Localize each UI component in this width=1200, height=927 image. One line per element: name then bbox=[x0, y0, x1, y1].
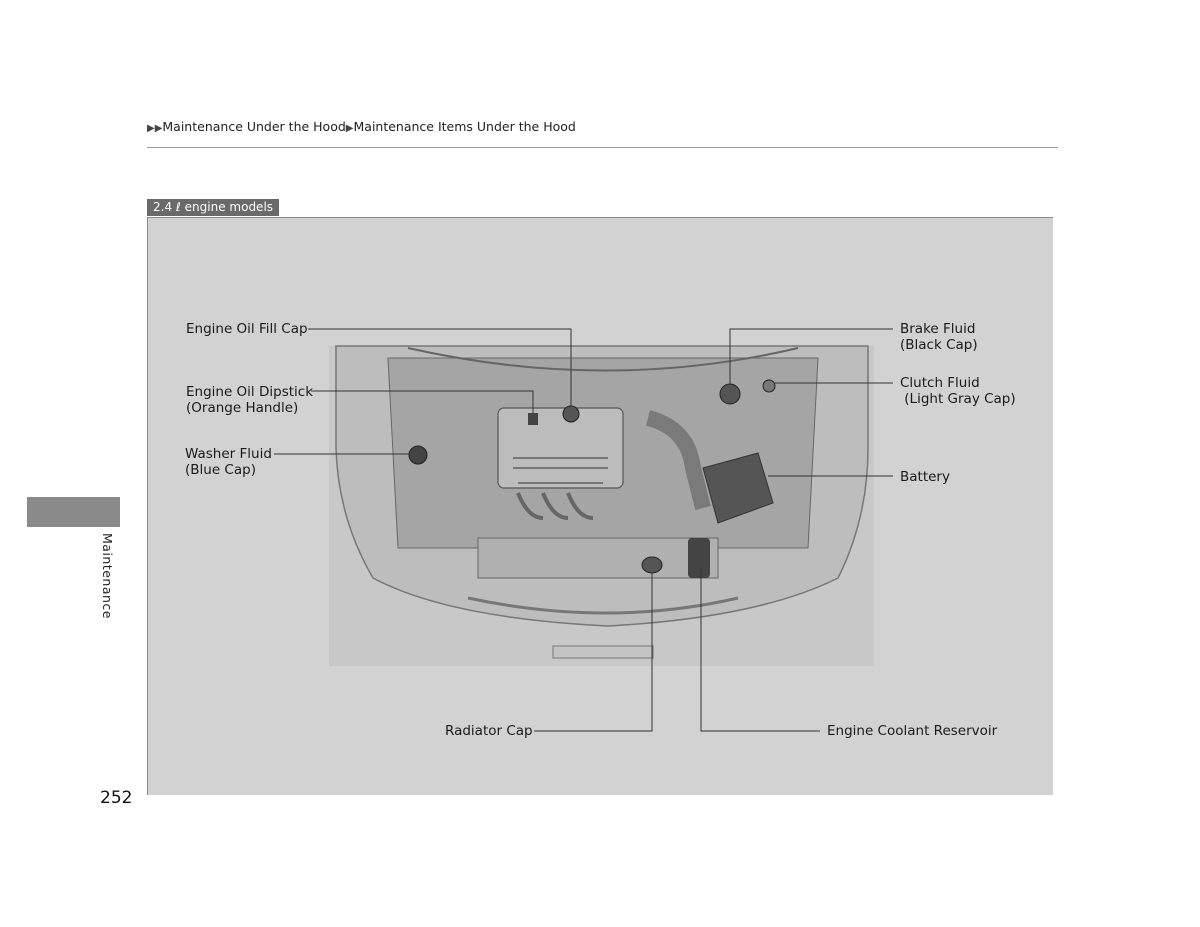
clutch-cap bbox=[762, 379, 776, 393]
engine-ribs bbox=[513, 457, 608, 484]
license-plate-bracket bbox=[552, 645, 654, 659]
leader-lines bbox=[274, 328, 893, 732]
callout-oil-fill-cap: Engine Oil Fill Cap bbox=[186, 321, 308, 337]
breadcrumb-part2[interactable]: Maintenance Items Under the Hood bbox=[353, 119, 576, 134]
exhaust-manifold bbox=[516, 492, 594, 520]
washer-cap bbox=[408, 445, 428, 465]
callout-oil-dipstick-line1: Engine Oil Dipstick bbox=[186, 384, 314, 400]
callout-brake-fluid-line2: (Black Cap) bbox=[900, 337, 978, 353]
callout-coolant-reservoir: Engine Coolant Reservoir bbox=[827, 723, 997, 739]
callout-washer-fluid-line1: Washer Fluid bbox=[185, 446, 272, 462]
battery-body bbox=[702, 452, 774, 524]
oil-fill-cap bbox=[562, 405, 580, 423]
callout-clutch-fluid-line1: Clutch Fluid bbox=[900, 375, 980, 391]
breadcrumb-separator: ▶ bbox=[345, 123, 354, 134]
model-tag: 2.4 ℓ engine models bbox=[147, 199, 280, 216]
engine-bay-illustration bbox=[274, 328, 893, 732]
callout-clutch-fluid-line2: (Light Gray Cap) bbox=[900, 391, 1016, 407]
callout-coolant-reservoir-label: Engine Coolant Reservoir bbox=[827, 723, 998, 739]
page-number: 252 bbox=[100, 788, 133, 808]
radiator-support bbox=[477, 537, 719, 579]
callout-radiator-cap: Radiator Cap bbox=[445, 723, 533, 739]
section-label: Maintenance bbox=[100, 533, 115, 619]
callout-clutch-fluid: Clutch Fluid (Light Gray Cap) bbox=[900, 375, 1016, 407]
callout-oil-fill-cap-label: Engine Oil Fill Cap bbox=[186, 321, 308, 337]
intake-hose bbox=[645, 410, 711, 510]
callout-washer-fluid: Washer Fluid (Blue Cap) bbox=[185, 446, 272, 478]
callout-oil-dipstick: Engine Oil Dipstick (Orange Handle) bbox=[186, 384, 313, 416]
radiator-cap bbox=[641, 556, 663, 574]
hood-edge bbox=[407, 347, 799, 372]
header-rule bbox=[147, 147, 1058, 148]
callout-battery-label: Battery bbox=[900, 469, 950, 485]
breadcrumb-part1[interactable]: Maintenance Under the Hood bbox=[162, 119, 346, 134]
breadcrumb-arrows: ▶▶ bbox=[147, 123, 163, 134]
dipstick-handle bbox=[528, 413, 538, 425]
engine-diagram-panel: Engine Oil Fill Cap Engine Oil Dipstick … bbox=[147, 217, 1053, 795]
coolant-reservoir bbox=[688, 538, 710, 578]
callout-radiator-cap-label: Radiator Cap bbox=[445, 723, 533, 739]
engine-cover bbox=[497, 407, 624, 489]
callout-brake-fluid-line1: Brake Fluid bbox=[900, 321, 976, 337]
callout-oil-dipstick-line2: (Orange Handle) bbox=[186, 400, 299, 416]
callout-washer-fluid-line2: (Blue Cap) bbox=[185, 462, 256, 478]
callout-battery: Battery bbox=[900, 469, 950, 485]
breadcrumb: ▶▶Maintenance Under the Hood▶Maintenance… bbox=[147, 119, 576, 134]
grille-line bbox=[467, 596, 739, 615]
callout-brake-fluid: Brake Fluid (Black Cap) bbox=[900, 321, 978, 353]
brake-cap bbox=[719, 383, 741, 405]
section-tab bbox=[27, 497, 120, 527]
